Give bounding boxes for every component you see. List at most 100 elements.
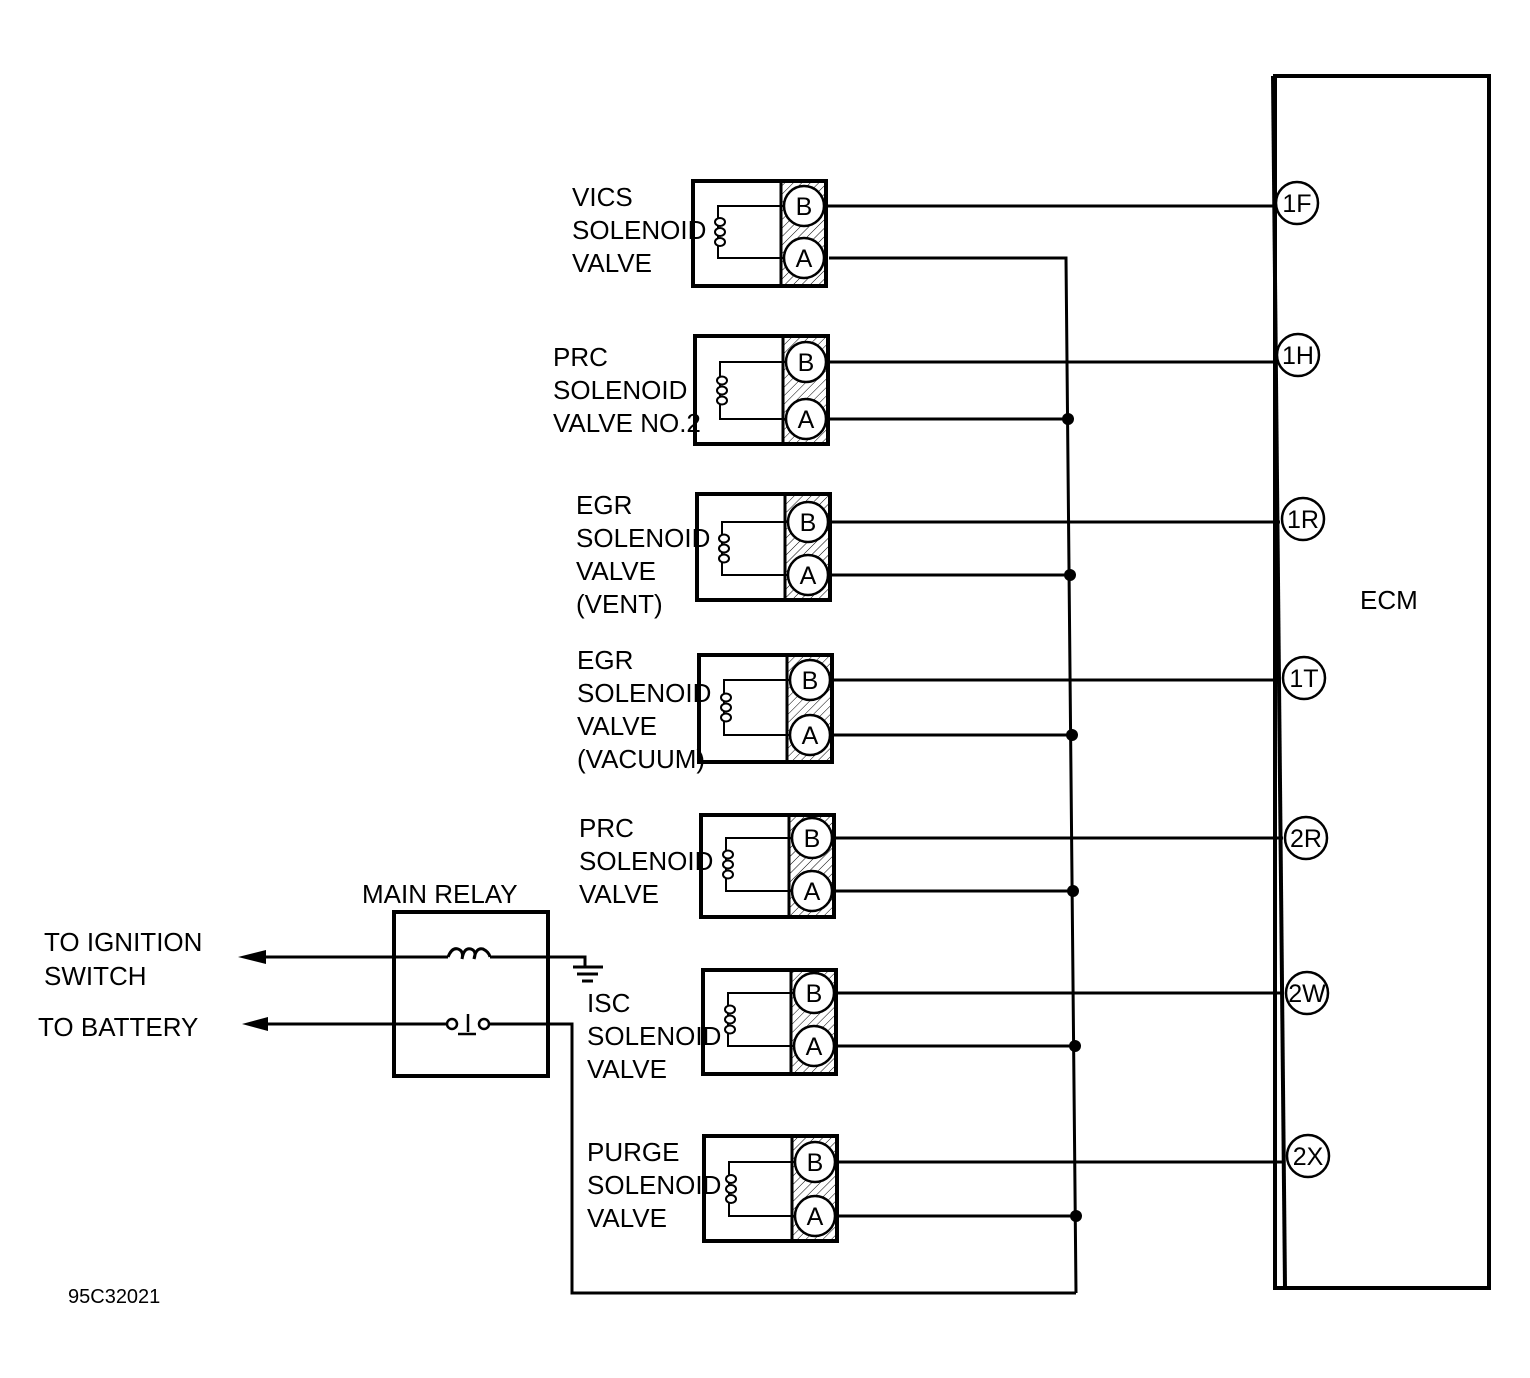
pin-a-label: A: [806, 1033, 823, 1061]
coil-icon: [714, 217, 726, 247]
pin-b-circle: [792, 971, 836, 1015]
valve-label-line: VALVE: [572, 248, 652, 278]
valve-label-line: EGR: [576, 490, 632, 520]
pin-b-circle: [786, 500, 830, 544]
pin-b-label: B: [802, 667, 819, 695]
pin-a-circle: [786, 553, 830, 597]
pin-b-label: B: [806, 980, 823, 1008]
pin-b-label: B: [800, 509, 817, 537]
junction-dot: [1069, 1040, 1081, 1052]
main-relay: MAIN RELAY TO IGNITION SWITCH TO BATTERY: [38, 879, 1076, 1295]
ecm-terminal-label: 2R: [1290, 825, 1322, 853]
solenoid-valves: BA1FVICSSOLENOIDVALVEBA1HPRCSOLENOIDVALV…: [553, 179, 1331, 1294]
ecm-left-edge: [1271, 75, 1287, 1289]
pin-b-label: B: [807, 1149, 824, 1177]
valve-label-line: SOLENOID: [572, 215, 706, 245]
valve-label-line: VALVE: [587, 1054, 667, 1084]
ecm-terminal-circle: [1285, 1133, 1331, 1179]
coil-icon: [722, 849, 734, 880]
valve-label-line: PRC: [579, 813, 634, 843]
ecm-terminal-label: 1F: [1282, 190, 1311, 218]
valve-label-line: SOLENOID: [553, 375, 687, 405]
pin-b-circle: [784, 340, 828, 384]
relay-coil-icon: [446, 947, 492, 960]
main-relay-box: [392, 910, 550, 1078]
valve-label-line: SOLENOID: [579, 846, 713, 876]
ecm-box: [1273, 74, 1491, 1290]
pin-a-label: A: [804, 878, 821, 906]
ecm-label: ECM: [1360, 585, 1418, 615]
junction-dot: [1066, 729, 1078, 741]
coil-icon: [720, 692, 732, 723]
pin-b-circle: [790, 816, 834, 860]
valve-label-line: EGR: [577, 645, 633, 675]
to-battery-label: TO BATTERY: [38, 1012, 198, 1042]
pin-a-circle: [788, 713, 832, 757]
pin-a-circle: [790, 869, 834, 913]
relay-switch-wire: [266, 1022, 1076, 1295]
pin-a-label: A: [802, 722, 819, 750]
ecm-terminal-label: 2W: [1288, 980, 1326, 1008]
valve-label-line: VICS: [572, 182, 633, 212]
junction-dot: [1070, 1210, 1082, 1222]
pin-a-label: A: [796, 245, 813, 273]
arrow-battery-icon: [242, 1017, 268, 1031]
valve-label-line: VALVE: [576, 556, 656, 586]
ecm-terminal-label: 1R: [1287, 506, 1319, 534]
relay-coil-wire: [262, 955, 587, 967]
figure-code: 95C32021: [68, 1286, 160, 1308]
valve-label-line: VALVE NO.2: [553, 408, 701, 438]
ecm: ECM: [1271, 74, 1491, 1290]
to-ignition-label-1: TO IGNITION: [44, 927, 202, 957]
pin-a-label: A: [798, 406, 815, 434]
pin-b-label: B: [798, 349, 815, 377]
to-ignition-label-2: SWITCH: [44, 961, 147, 991]
valve-label-line: SOLENOID: [577, 678, 711, 708]
valve-label-line: ISC: [587, 988, 630, 1018]
pin-a-circle: [793, 1194, 837, 1238]
coil-icon: [725, 1174, 737, 1204]
valve-label-line: SOLENOID: [587, 1170, 721, 1200]
ecm-terminal-circle: [1274, 180, 1320, 226]
valve-label-line: (VENT): [576, 589, 663, 619]
pin-b-label: B: [804, 825, 821, 853]
junction-dot: [1064, 569, 1076, 581]
valve-label-line: SOLENOID: [576, 523, 710, 553]
valve-label-line: PRC: [553, 342, 608, 372]
valve-label-line: PURGE: [587, 1137, 679, 1167]
coil-icon: [716, 375, 728, 406]
valve-label-line: VALVE: [587, 1203, 667, 1233]
coil-icon: [718, 533, 730, 564]
ecm-terminal-circle: [1275, 332, 1321, 378]
coil-icon: [724, 1004, 736, 1035]
pin-a-label: A: [800, 562, 817, 590]
pin-b-label: B: [796, 193, 813, 221]
ecm-terminal-label: 2X: [1293, 1143, 1324, 1171]
ecm-terminal-circle: [1283, 815, 1329, 861]
valve-label-line: VALVE: [577, 711, 657, 741]
pin-b-circle: [793, 1140, 837, 1184]
ground-icon: [573, 965, 603, 983]
valve-label-line: (VACUUM): [577, 744, 705, 774]
ecm-terminal-label: 1H: [1282, 342, 1314, 370]
relay-switch-icon: [445, 1014, 491, 1036]
pin-a-label: A: [807, 1203, 824, 1231]
arrow-ignition-icon: [238, 950, 266, 964]
pin-b-circle: [782, 184, 826, 228]
common-power-bus: [829, 256, 1078, 1294]
pin-a-circle: [792, 1024, 836, 1068]
pin-a-circle: [782, 236, 826, 280]
valve-label-line: VALVE: [579, 879, 659, 909]
ecm-terminal-circle: [1281, 655, 1327, 701]
junction-dot: [1062, 413, 1074, 425]
valve-label-line: SOLENOID: [587, 1021, 721, 1051]
main-relay-label: MAIN RELAY: [362, 879, 518, 909]
ecm-terminal-circle: [1280, 496, 1326, 542]
